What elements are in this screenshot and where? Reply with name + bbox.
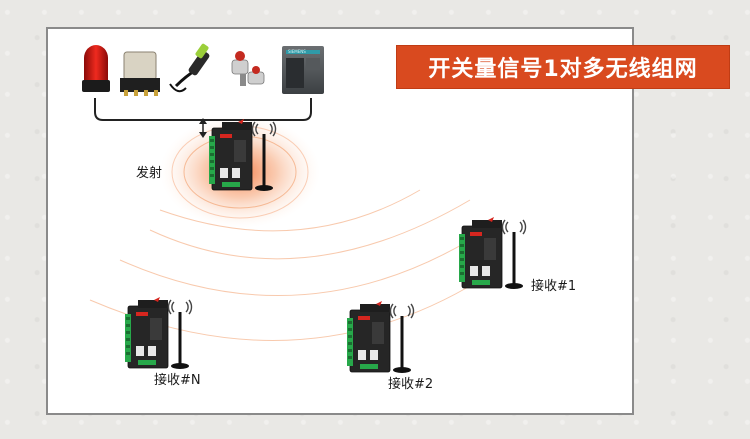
receiver-1-label: 接收#1 xyxy=(531,279,577,294)
transmitter-label: 发射 xyxy=(136,166,163,181)
receiver-n-device xyxy=(123,295,194,371)
receiver-1-device xyxy=(457,215,528,291)
receiver-2-label: 接收#2 xyxy=(388,377,434,392)
receiver-2-device xyxy=(345,299,416,375)
push-button-icon xyxy=(231,51,265,86)
relay-icon xyxy=(120,51,160,96)
input-bracket xyxy=(94,98,312,121)
receiver-n-label: 接收#N xyxy=(154,373,201,388)
proximity-switch-icon xyxy=(169,43,210,93)
alarm-light-icon xyxy=(82,45,110,92)
svg-text:SIEMENS: SIEMENS xyxy=(288,49,306,54)
plc-module-icon: SIEMENS xyxy=(282,46,324,94)
diagram-title: 开关量信号1对多无线组网 xyxy=(396,45,730,89)
